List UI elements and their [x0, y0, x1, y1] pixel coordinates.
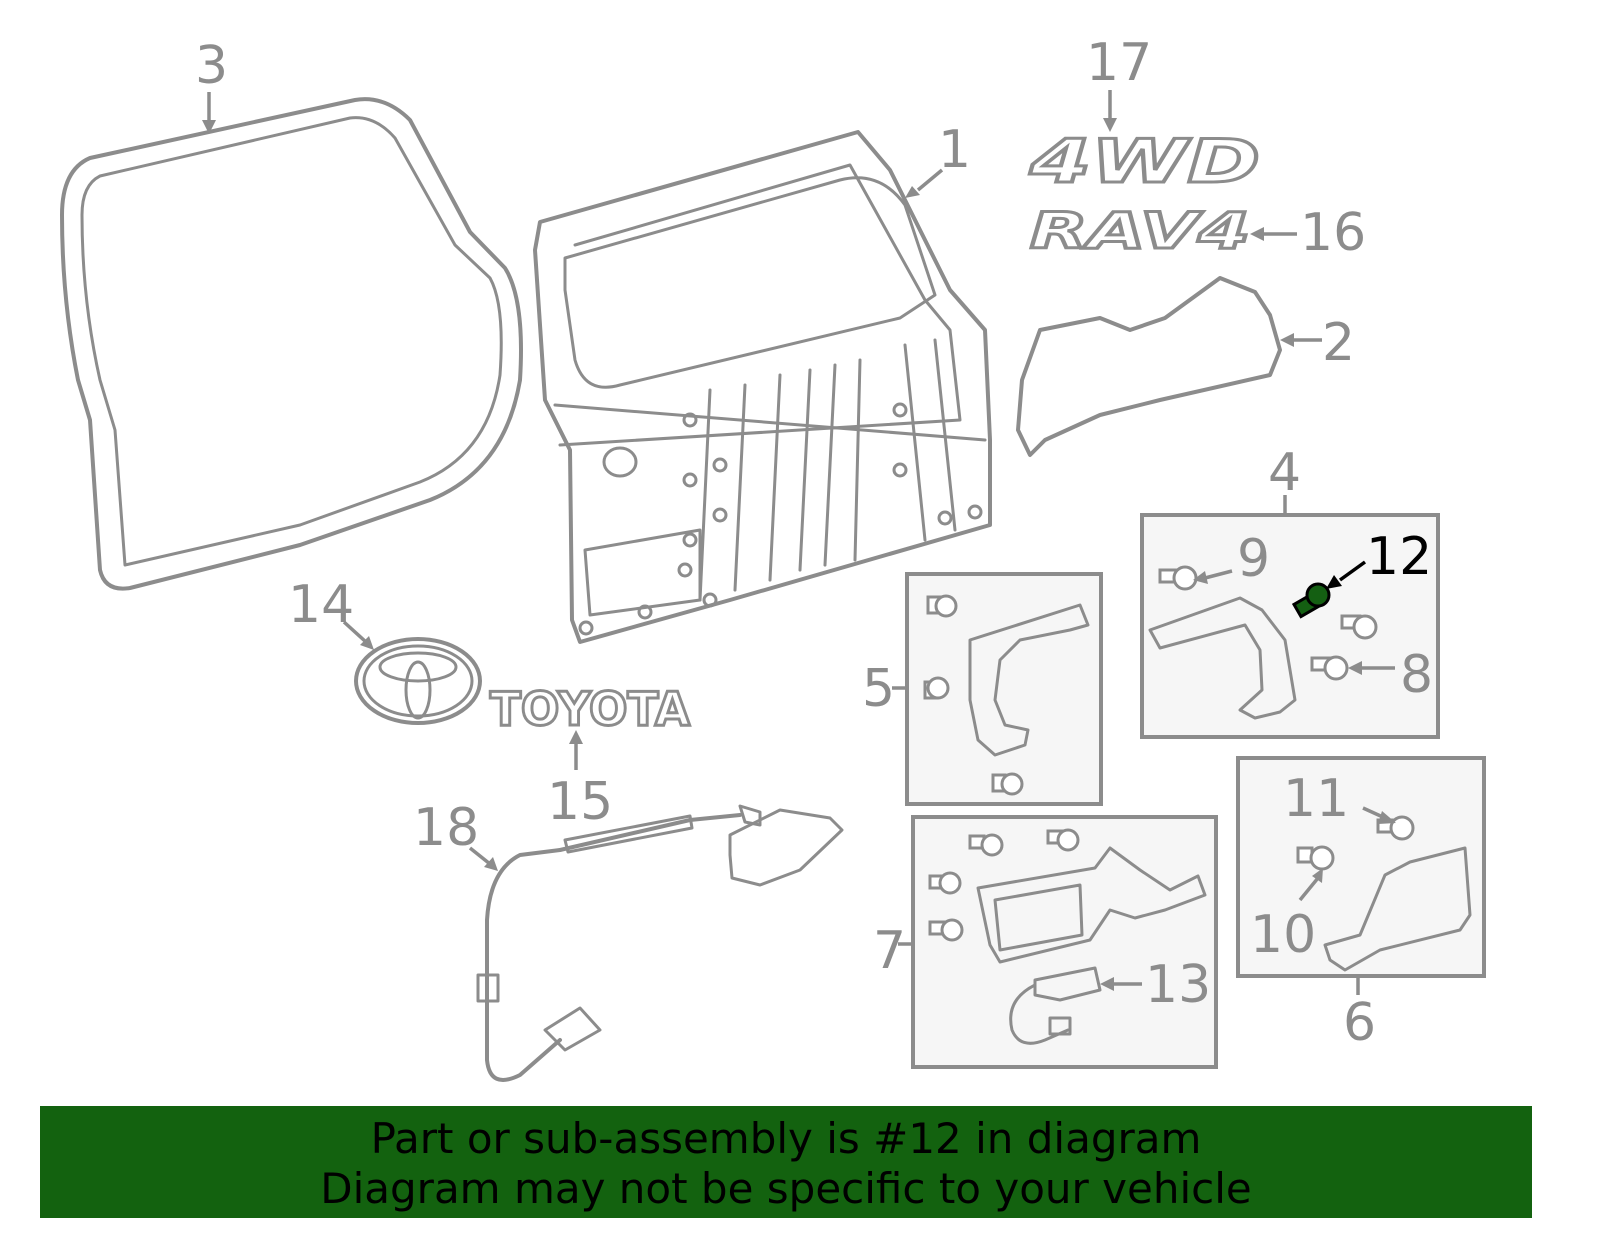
svg-text:RAV4: RAV4 — [1030, 202, 1250, 260]
callout-15: 15 — [547, 772, 613, 832]
part-1-back-door — [533, 130, 992, 644]
banner-line-1: Part or sub-assembly is #12 in diagram — [370, 1114, 1202, 1163]
bolt-8-upper — [1340, 614, 1378, 640]
bolt-5c — [991, 772, 1024, 796]
group-box-6 — [1236, 756, 1486, 995]
callout-16: 16 — [1300, 203, 1366, 263]
part-15-toyota-lettering: TOYOTA — [489, 681, 692, 738]
bolt-7b — [1046, 828, 1080, 852]
bolt-8 — [1310, 655, 1349, 681]
bolt-9 — [1158, 565, 1198, 591]
group-box-7 — [911, 815, 1218, 1069]
callout-6: 6 — [1343, 993, 1376, 1053]
group-box-5 — [905, 572, 1103, 806]
callout-1: 1 — [938, 120, 971, 180]
bolt-7c — [928, 871, 962, 895]
callout-7: 7 — [873, 921, 906, 981]
part-18-wire-harness — [476, 804, 844, 1082]
bolt-5b — [923, 676, 950, 700]
callout-9: 9 — [1237, 529, 1270, 589]
callout-17: 17 — [1086, 33, 1152, 93]
part-2-trim-panel — [1016, 276, 1282, 457]
callout-14: 14 — [288, 575, 354, 635]
part-14-toyota-emblem — [354, 637, 482, 725]
bolt-5a — [926, 594, 958, 618]
banner-line-2: Diagram may not be specific to your vehi… — [320, 1164, 1252, 1213]
callout-5: 5 — [862, 659, 895, 719]
callout-8: 8 — [1400, 645, 1433, 705]
callout-arrows — [202, 90, 1396, 991]
part-16-rav4-badge: RAV4 — [1029, 201, 1252, 262]
svg-text:TOYOTA: TOYOTA — [490, 682, 690, 736]
part-17-4wd-badge: 4WD — [1027, 126, 1261, 199]
svg-text:4WD: 4WD — [1029, 127, 1260, 197]
callout-10: 10 — [1250, 905, 1316, 965]
bolt-7d — [928, 918, 964, 942]
callout-13: 13 — [1145, 955, 1211, 1015]
callout-numbers: 1 2 3 4 5 6 7 8 9 10 11 12 13 14 15 16 1… — [195, 33, 1433, 1053]
group-box-4 — [1140, 495, 1440, 739]
part-3-weatherstrip — [60, 97, 523, 591]
callout-4: 4 — [1268, 443, 1301, 503]
bolt-7a — [968, 833, 1004, 857]
bolt-12-highlighted — [1291, 582, 1331, 619]
callout-2: 2 — [1322, 313, 1355, 373]
callout-18: 18 — [413, 798, 479, 858]
callout-11: 11 — [1283, 769, 1349, 829]
callout-3: 3 — [195, 36, 228, 96]
callout-12-highlighted: 12 — [1366, 527, 1432, 587]
info-banner: Part or sub-assembly is #12 in diagram D… — [40, 1106, 1532, 1218]
